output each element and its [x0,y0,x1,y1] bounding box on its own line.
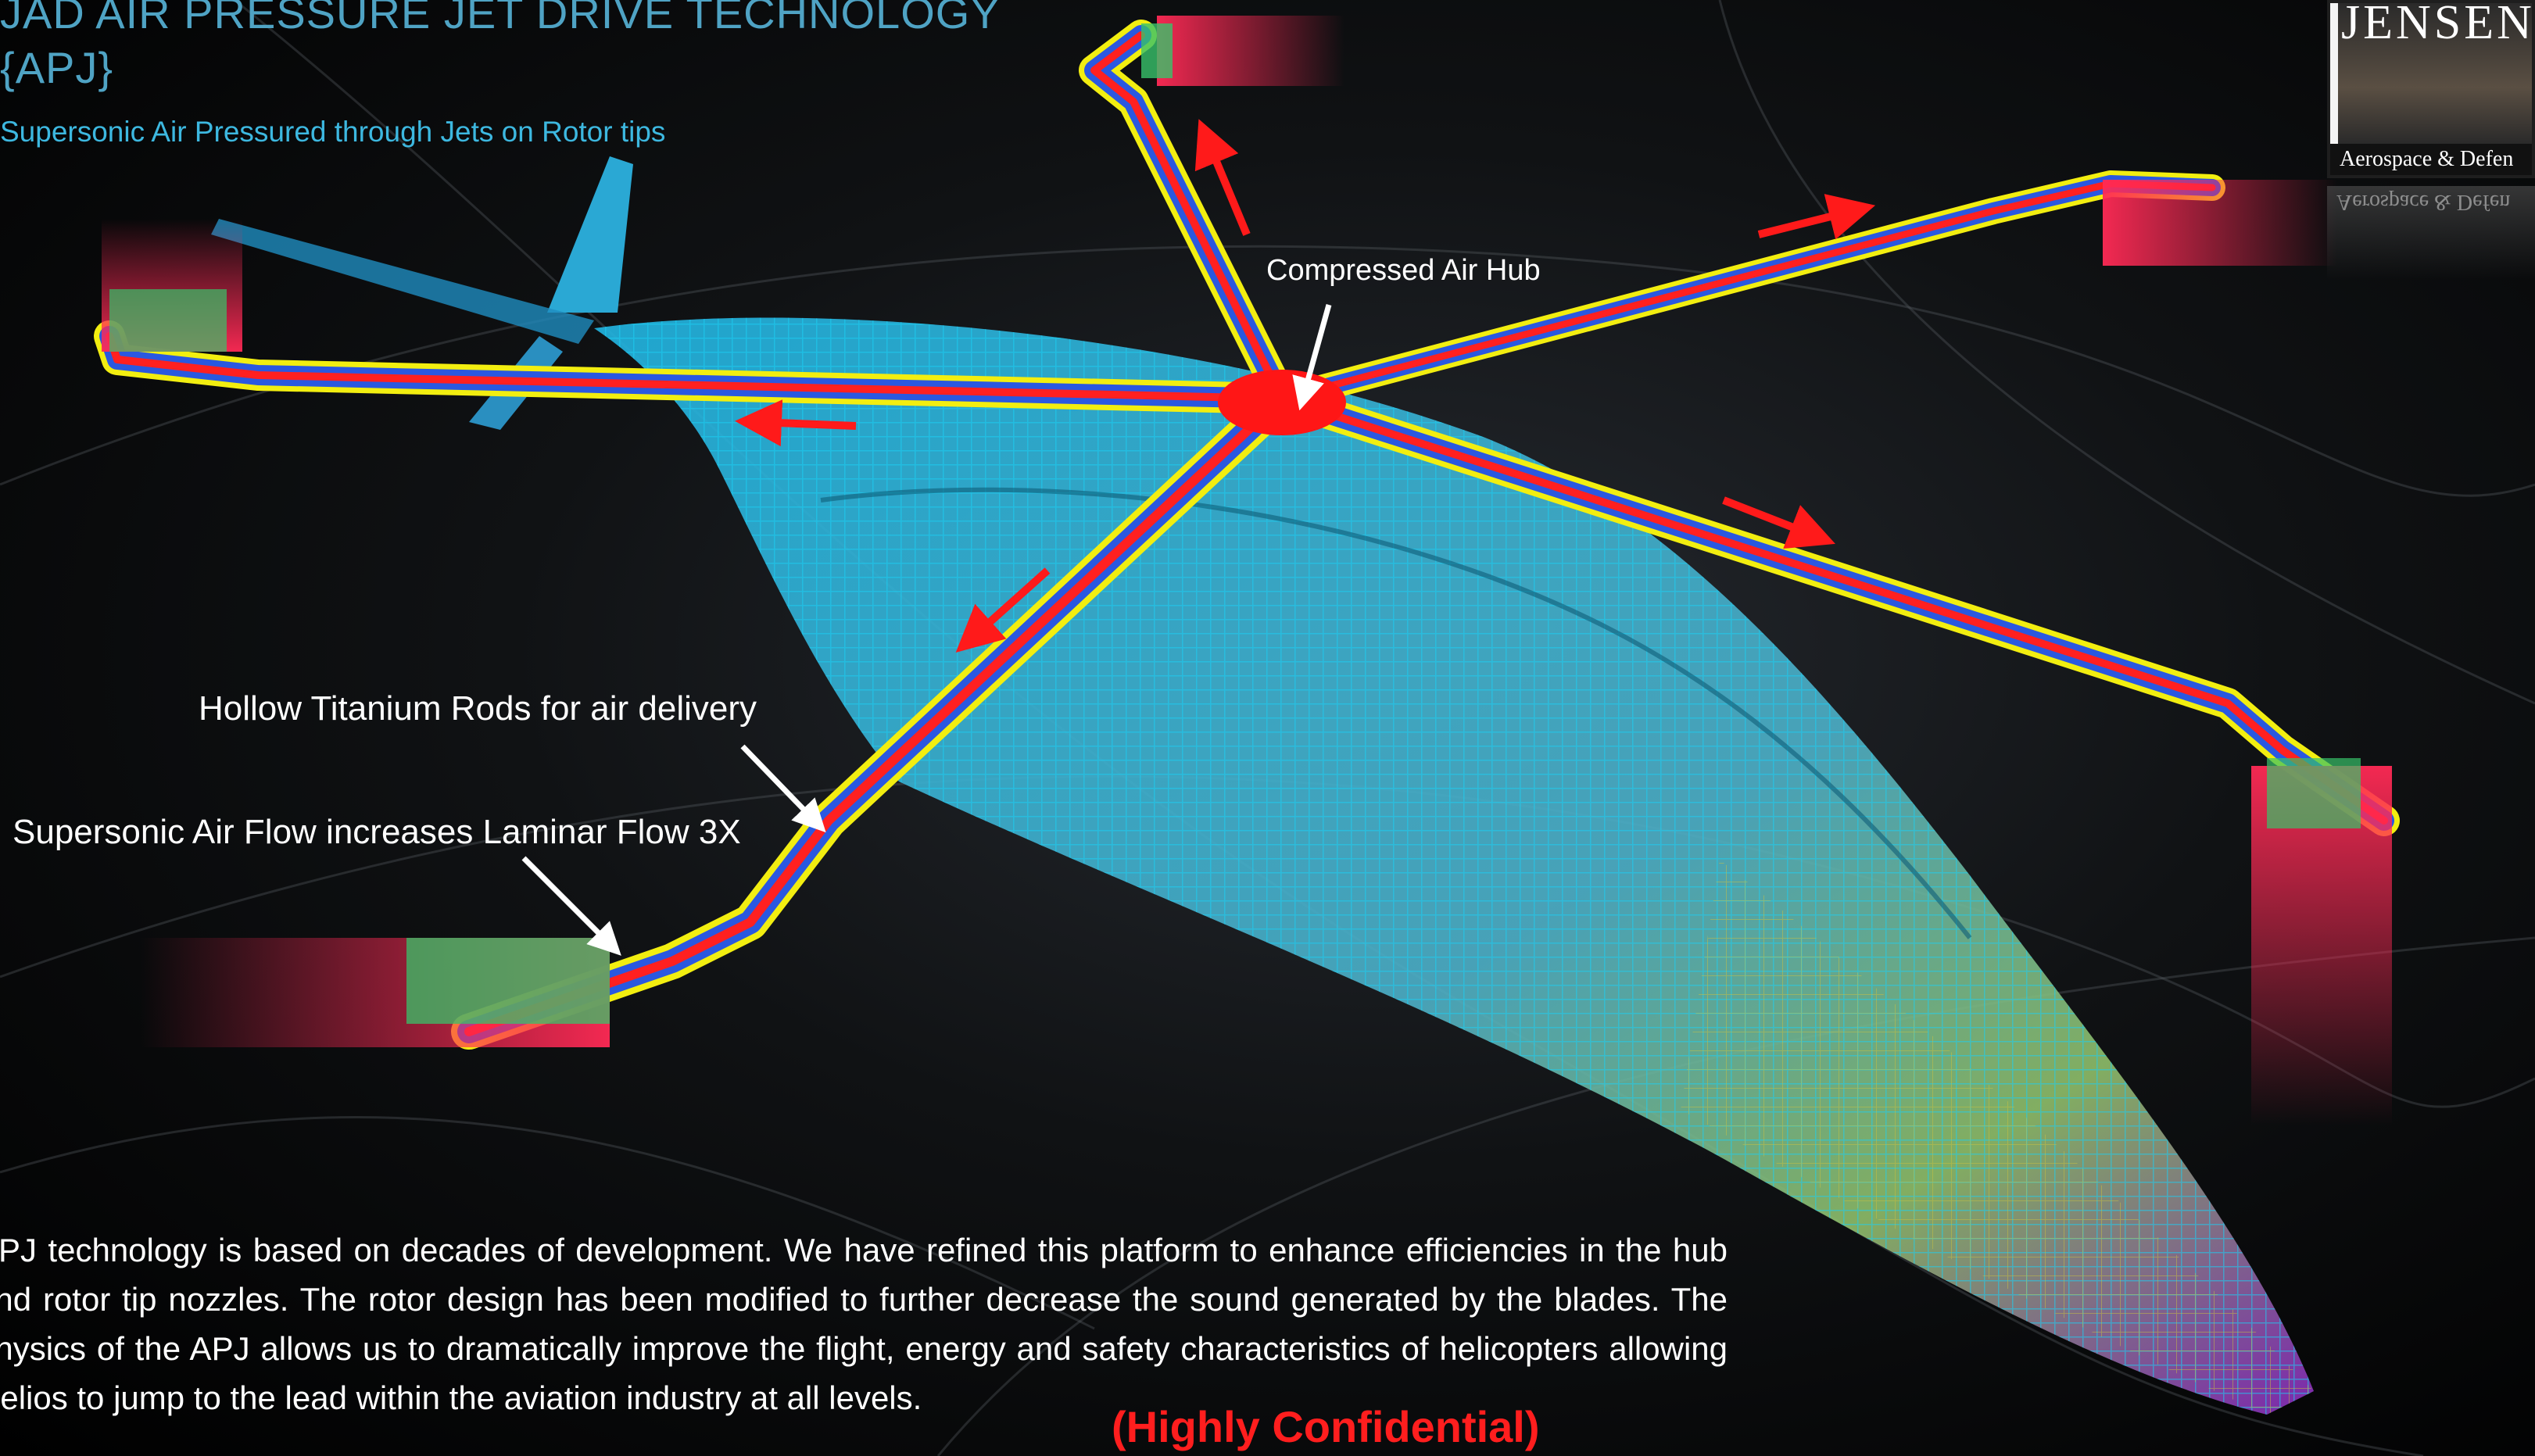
pointer-arrow-icon [521,304,1332,956]
callout-compressed-air-hub: Compressed Air Hub [1266,254,1541,287]
confidential-notice: (Highly Confidential) [1112,1402,1540,1451]
page-title: JAD AIR PRESSURE JET DRIVE TECHNOLOGY {A… [0,0,1001,92]
logo-emblem-icon [2338,3,2532,144]
company-logo: JENSEN Aerospace & Defen [2327,0,2535,178]
tail-fin [211,156,633,430]
compressed-air-hub [1218,370,1346,435]
page-subtitle: Supersonic Air Pressured through Jets on… [0,116,666,148]
rotor-tip-jets [102,16,2392,1125]
description-paragraph: APJ technology is based on decades of de… [0,1232,1728,1416]
flow-arrow-icon [735,119,1876,653]
logo-name: JENSEN [2341,0,2535,49]
callout-hollow-titanium-rods: Hollow Titanium Rods for air delivery [199,689,757,728]
logo-reflection: Aerospace & Defen [2327,186,2535,280]
callout-supersonic-air-flow: Supersonic Air Flow increases Laminar Fl… [13,813,741,851]
logo-caption: Aerospace & Defen [2330,144,2532,175]
logo-reflection-caption: Aerospace & Defen [2336,190,2511,214]
